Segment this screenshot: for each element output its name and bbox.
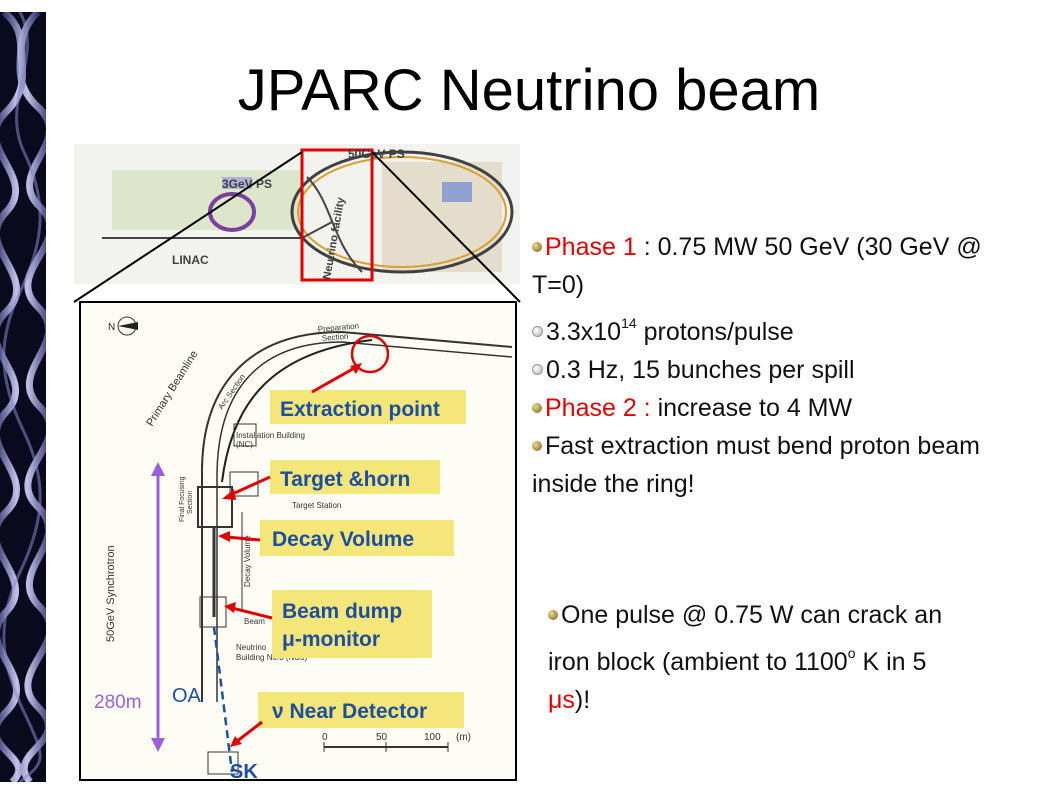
- preparation-label: Preparation: [317, 321, 359, 334]
- callout-mu-monitor-text: μ-monitor: [282, 628, 380, 651]
- decorative-sidebar: [0, 12, 46, 782]
- slide-title: JPARC Neutrino beam: [237, 58, 821, 123]
- note-degree: o: [847, 645, 856, 661]
- note-part-b: K in 5: [855, 648, 927, 676]
- sub-bullet-icon: [532, 326, 543, 337]
- bullet-icon: [532, 403, 542, 413]
- phase1-prefix: Phase 1: [545, 233, 637, 261]
- beamline-figure: 3GeV PS 50GeV PS LINAC Neutrino facility…: [72, 142, 522, 783]
- callout-decay: Decay Volume: [260, 520, 454, 556]
- nc-label: (NC): [236, 440, 253, 449]
- bullet-icon: [532, 242, 542, 252]
- north-label: N: [108, 322, 115, 333]
- installation-building-label: Installation Building: [236, 431, 305, 440]
- note-block: One pulse @ 0.75 W can crack an iron blo…: [548, 596, 968, 719]
- rate-text: 0.3 Hz, 15 bunches per spill: [546, 356, 855, 384]
- phase2-text: increase to 4 MW: [650, 394, 853, 422]
- highlight-box: [300, 148, 374, 282]
- oa-label: OA: [172, 685, 202, 707]
- protons-base: 3.3x10: [546, 318, 622, 346]
- map-label-linac: LINAC: [172, 253, 209, 267]
- scale-0: 0: [322, 732, 328, 743]
- sub-bullet-icon: [532, 364, 543, 375]
- phase1-text: : 0.75 MW 50 GeV (30 GeV @ T=0): [532, 233, 982, 299]
- callout-extraction-text: Extraction point: [280, 398, 440, 421]
- note-mu: μs: [548, 686, 575, 714]
- phase2-prefix: Phase 2 :: [545, 394, 651, 422]
- bullet-rate: 0.3 Hz, 15 bunches per spill: [532, 351, 1032, 389]
- callout-target: Target &horn: [270, 460, 440, 494]
- callout-beam-dump-text: Beam dump: [282, 600, 402, 623]
- fast-extraction-text: Fast extraction must bend proton beam in…: [532, 432, 980, 498]
- neutrino-building-label: Neutrino: [236, 643, 267, 652]
- neutrino-building-label-2: Building No.3 (NU3): [236, 653, 307, 662]
- bullet-icon: [548, 610, 558, 620]
- final-focusing-section-label: Section: [187, 491, 194, 514]
- distance-label: 280m: [94, 692, 142, 713]
- beamline-diagram: N Preparation Secti: [79, 301, 517, 783]
- note-part-a: One pulse @ 0.75 W can crack an iron blo…: [548, 601, 943, 676]
- target-station-label: Target Station: [292, 501, 341, 510]
- bullet-phase1: Phase 1 : 0.75 MW 50 GeV (30 GeV @ T=0): [532, 228, 1032, 304]
- synchrotron-label: 50GeV Synchrotron: [105, 545, 117, 642]
- callout-beam-dump: Beam dump μ-monitor: [272, 590, 432, 658]
- decay-volume-small-label: Decay Volume: [243, 535, 252, 587]
- scale-100: 100: [424, 732, 441, 743]
- map-label-50gev: 50GeV PS: [348, 147, 405, 161]
- bullet-phase2: Phase 2 : increase to 4 MW: [532, 389, 1032, 427]
- bullet-fast-extraction: Fast extraction must bend proton beam in…: [532, 427, 1032, 503]
- scale-unit: (m): [456, 732, 471, 743]
- bullet-icon: [532, 441, 542, 451]
- beam-small-label: Beam: [244, 617, 265, 626]
- note-part-c: )!: [574, 686, 591, 714]
- scale-50: 50: [376, 732, 388, 743]
- final-focusing-label: Final Focusing: [179, 476, 186, 522]
- north-arrow-icon: [118, 322, 138, 330]
- callout-near-detector-text: ν Near Detector: [272, 700, 427, 723]
- protons-exponent: 14: [621, 315, 637, 331]
- callout-decay-text: Decay Volume: [272, 528, 414, 551]
- callout-near-detector: ν Near Detector: [258, 692, 464, 728]
- callout-target-text: Target &horn: [280, 468, 410, 491]
- bullet-list: Phase 1 : 0.75 MW 50 GeV (30 GeV @ T=0) …: [532, 228, 1032, 503]
- sk-label: SK: [230, 761, 258, 782]
- callout-extraction: Extraction point: [270, 390, 466, 424]
- bullet-protons: 3.3x1014 protons/pulse: [532, 304, 1032, 351]
- facility-map: 3GeV PS 50GeV PS LINAC Neutrino facility: [74, 144, 520, 284]
- protons-text: protons/pulse: [636, 318, 794, 346]
- note-text: One pulse @ 0.75 W can crack an iron blo…: [548, 596, 968, 719]
- section-label: Section: [321, 332, 348, 343]
